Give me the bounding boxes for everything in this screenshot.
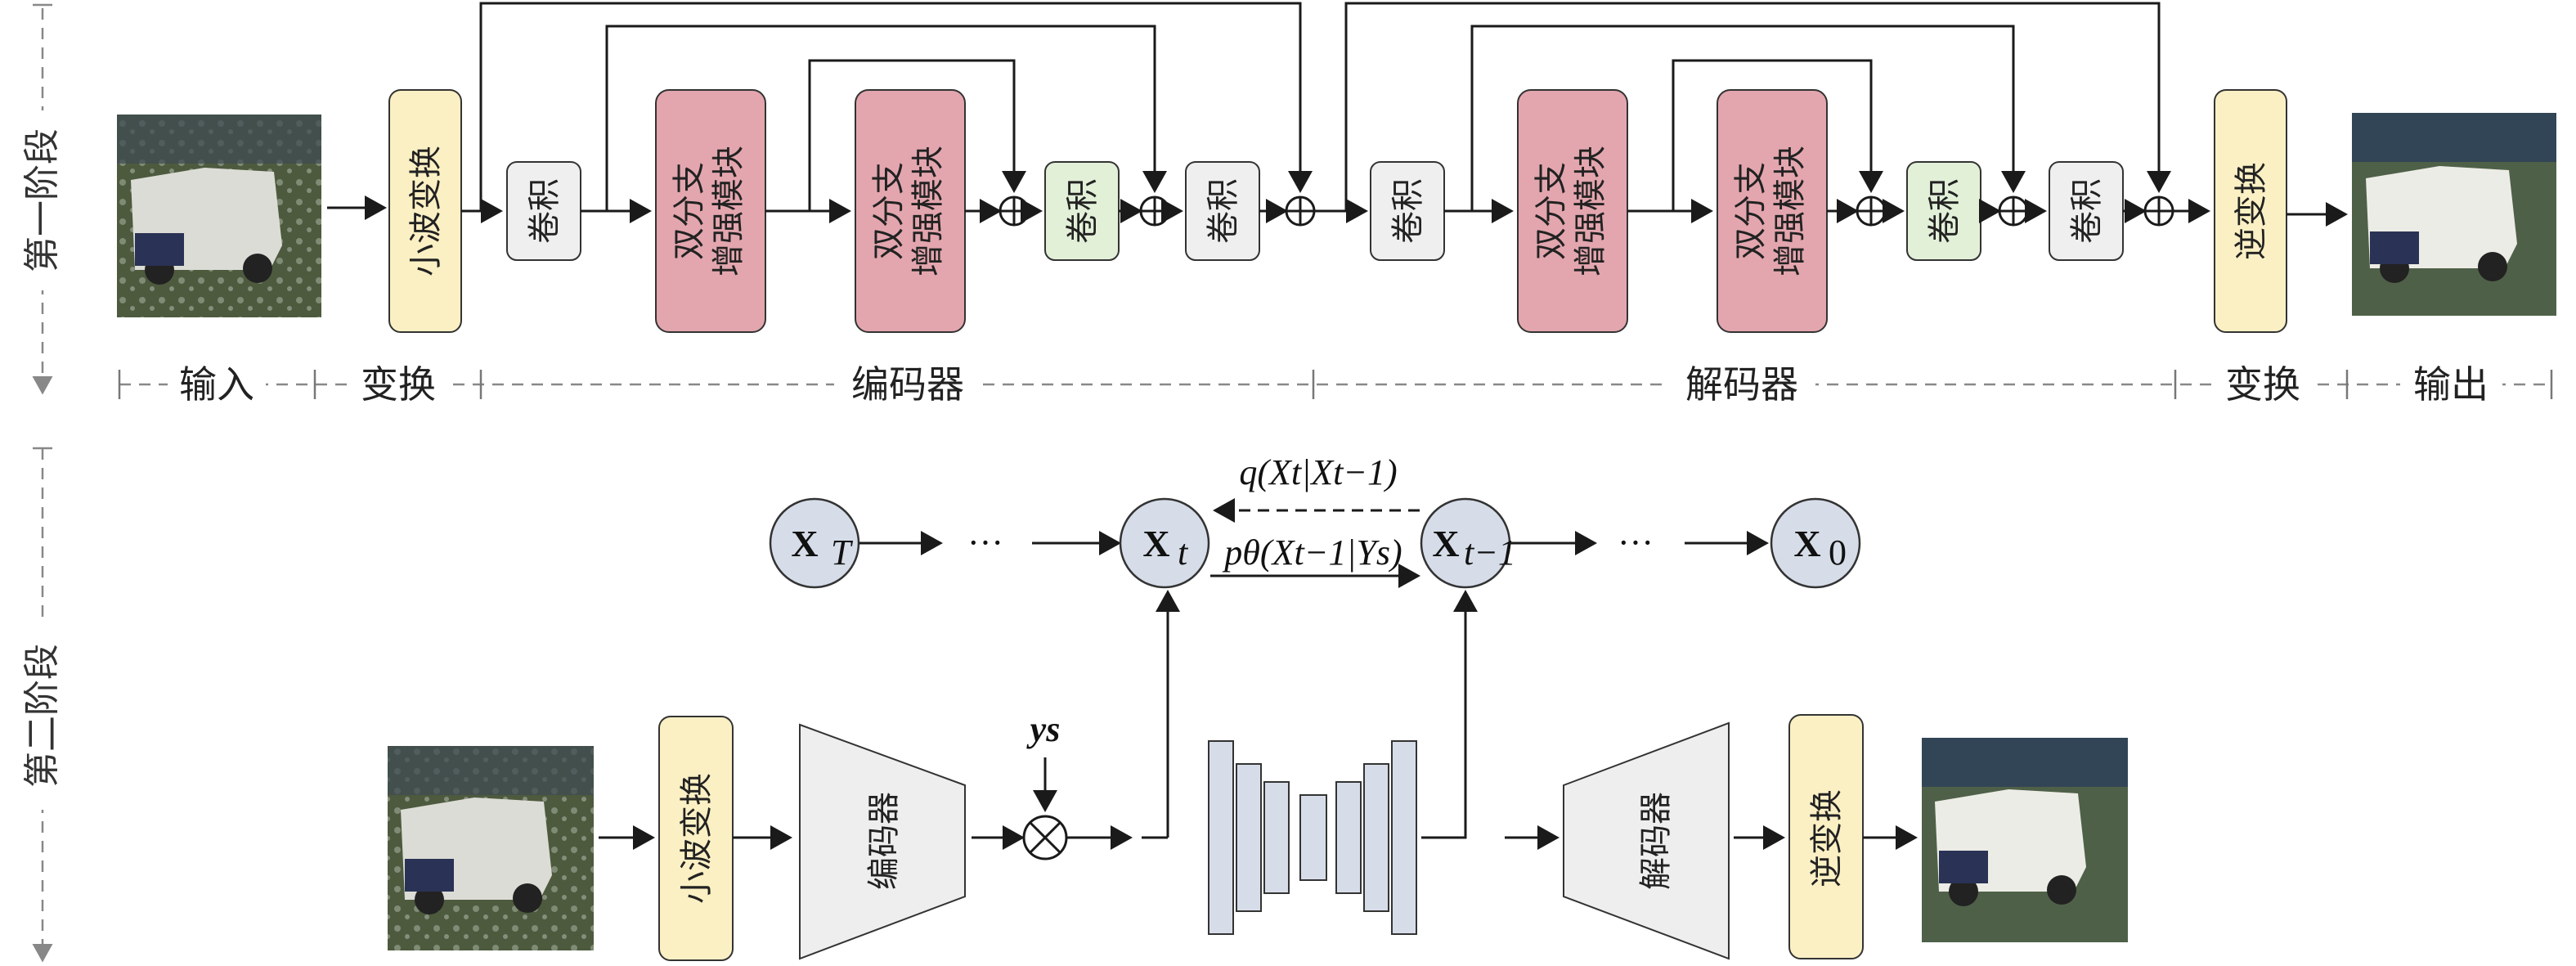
conv-label: 卷积 bbox=[1389, 178, 1427, 244]
stage1-dual-branch-block-3: 双分支 增强模块 bbox=[1517, 89, 1628, 333]
stage1-wavelet-block: 小波变换 bbox=[388, 89, 462, 333]
stage1-conv-block-6: 卷积 bbox=[2049, 161, 2124, 261]
ellipsis-right: ··· bbox=[1618, 523, 1654, 563]
dual-branch-label-2: 增强模块 bbox=[710, 146, 747, 276]
stage1-add-node-3 bbox=[1285, 195, 1316, 227]
node-xT-label: X bbox=[791, 523, 818, 564]
dual-branch-label-2: 增强模块 bbox=[1572, 146, 1609, 276]
conv-label: 卷积 bbox=[1205, 178, 1242, 244]
stage1-add-node-4 bbox=[1856, 195, 1887, 227]
stage1-dual-branch-block-4: 双分支 增强模块 bbox=[1717, 89, 1828, 333]
phase-output: 输出 bbox=[2413, 362, 2488, 407]
stage1-label: 第一阶段 bbox=[21, 128, 63, 272]
node-xt-sub: t bbox=[1178, 532, 1189, 573]
node-xt1-label: X bbox=[1432, 523, 1459, 564]
stage2-wavelet-block: 小波变换 bbox=[658, 716, 734, 961]
stage2-wavelet-label: 小波变换 bbox=[678, 773, 716, 904]
stage2-output-image bbox=[1922, 738, 2128, 942]
unet-denoiser bbox=[1142, 590, 1478, 935]
node-xT-sub: T bbox=[831, 532, 854, 573]
stage1-wavelet-label: 小波变换 bbox=[407, 146, 445, 276]
stage2-input-image bbox=[388, 746, 594, 950]
stage1-add-node-5 bbox=[1998, 195, 2029, 227]
phase-input: 输入 bbox=[179, 362, 254, 407]
stage1-inverse-block: 逆变换 bbox=[2214, 89, 2287, 333]
stage1-dual-branch-block-2: 双分支 增强模块 bbox=[855, 89, 966, 333]
stage2-label: 第二阶段 bbox=[21, 644, 63, 788]
stage1-phase-ruler: 输入 变换 编码器 解码器 变换 输出 bbox=[118, 360, 2553, 409]
node-xT: X T bbox=[769, 497, 860, 589]
stage1-output-image bbox=[2352, 113, 2556, 316]
stage2-inverse-block: 逆变换 bbox=[1788, 714, 1864, 959]
dual-branch-label-1: 双分支 bbox=[1533, 162, 1570, 260]
dual-branch-label-1: 双分支 bbox=[870, 162, 908, 260]
conv-label: 卷积 bbox=[2068, 178, 2106, 244]
stage1-conv-block-1: 卷积 bbox=[506, 161, 581, 261]
conv-label: 卷积 bbox=[526, 178, 563, 244]
stage1-conv-block-5: 卷积 bbox=[1906, 161, 1981, 261]
stage2-side-label: 第二阶段 bbox=[21, 447, 63, 963]
node-xt-minus-1: X t−1 bbox=[1420, 497, 1516, 589]
node-xt1-sub: t−1 bbox=[1464, 532, 1516, 573]
phase-decoder: 解码器 bbox=[1685, 362, 1798, 407]
decoder-skip-connections bbox=[1344, 2, 2171, 211]
reverse-process-label: pθ(Xt−1|Ys) bbox=[1222, 532, 1402, 573]
node-xt-label: X bbox=[1142, 523, 1169, 564]
stage1-add-node-2 bbox=[1139, 195, 1170, 227]
node-x0-sub: 0 bbox=[1829, 532, 1847, 573]
stage1-inverse-label: 逆变换 bbox=[2233, 162, 2270, 260]
stage2-inverse-label: 逆变换 bbox=[1808, 789, 1846, 887]
conv-label: 卷积 bbox=[1064, 178, 1102, 244]
stage2-encoder-block: 编码器 bbox=[799, 723, 966, 960]
stage1-add-node-6 bbox=[2143, 195, 2174, 227]
forward-process-label: q(Xt|Xt−1) bbox=[1239, 452, 1397, 492]
stage2-decoder-block: 解码器 bbox=[1563, 721, 1730, 960]
condition-multiply-node bbox=[1022, 815, 1068, 860]
phase-transform-out: 变换 bbox=[2225, 362, 2300, 407]
stage2-decoder-label: 解码器 bbox=[1637, 792, 1675, 890]
condition-label: ys bbox=[1026, 709, 1061, 749]
stage1-conv-block-2: 卷积 bbox=[1044, 161, 1120, 261]
stage1-conv-block-4: 卷积 bbox=[1370, 161, 1445, 261]
phase-transform: 变换 bbox=[361, 362, 436, 407]
encoder-skip-connections bbox=[479, 2, 1313, 211]
node-x0-label: X bbox=[1793, 523, 1820, 564]
stage2-encoder-label: 编码器 bbox=[865, 792, 903, 890]
node-xt: X t bbox=[1119, 497, 1210, 589]
phase-encoder: 编码器 bbox=[851, 362, 964, 407]
dual-branch-label-1: 双分支 bbox=[1732, 162, 1770, 260]
dual-branch-label-1: 双分支 bbox=[671, 162, 708, 260]
stage1-conv-block-3: 卷积 bbox=[1185, 161, 1260, 261]
ellipsis-left: ··· bbox=[967, 523, 1003, 563]
conv-label: 卷积 bbox=[1926, 178, 1963, 244]
stage1-input-image bbox=[117, 115, 321, 317]
dual-branch-label-2: 增强模块 bbox=[909, 146, 947, 276]
stage1-add-node-1 bbox=[999, 195, 1030, 227]
stage1-dual-branch-block-1: 双分支 增强模块 bbox=[655, 89, 766, 333]
stage1-side-label: 第一阶段 bbox=[21, 3, 63, 395]
node-x0: X 0 bbox=[1770, 497, 1861, 589]
dual-branch-label-2: 增强模块 bbox=[1771, 146, 1809, 276]
